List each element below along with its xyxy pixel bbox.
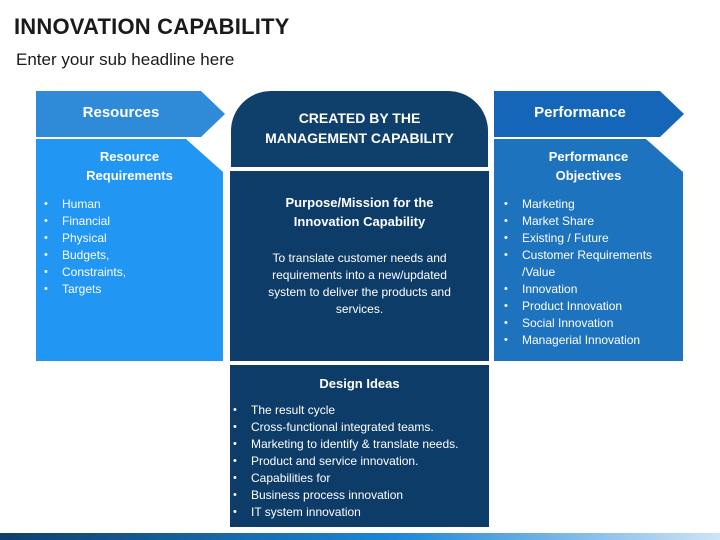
resources-heading: Resource Requirements — [86, 149, 173, 183]
performance-arrow — [494, 91, 684, 137]
list-item: Social Innovation — [500, 315, 686, 332]
list-item: Marketing to identify & translate needs. — [229, 436, 489, 453]
mission-body: To translate customer needs and requirem… — [268, 251, 451, 316]
list-item: Product Innovation — [500, 298, 686, 315]
resources-arrow-label: Resources — [82, 104, 160, 121]
list-item: Market Share — [500, 213, 686, 230]
list-item: Innovation — [500, 281, 686, 298]
list-item: Physical — [40, 230, 220, 247]
resources-list: Human Financial Physical Budgets, Constr… — [40, 196, 220, 298]
mission-panel — [230, 171, 489, 361]
list-item: Capabilities for — [229, 470, 489, 487]
list-item: Constraints, — [40, 264, 220, 281]
mission-heading: Purpose/Mission for the Innovation Capab… — [285, 195, 434, 229]
list-item: Managerial Innovation — [500, 332, 686, 349]
bottom-accent-bar — [0, 533, 720, 540]
slide-title: INNOVATION CAPABILITY — [14, 14, 290, 39]
list-item: Human — [40, 196, 220, 213]
list-item: Financial — [40, 213, 220, 230]
list-item: Product and service innovation. — [229, 453, 489, 470]
performance-arrow-label: Performance — [534, 104, 626, 121]
management-capability-label: CREATED BY THE MANAGEMENT CAPABILITY — [265, 110, 454, 146]
list-item: Budgets, — [40, 247, 220, 264]
slide-subtitle: Enter your sub headline here — [16, 50, 235, 69]
list-item: Cross-functional integrated teams. — [229, 419, 489, 436]
resources-arrow — [36, 91, 225, 137]
list-item: Marketing — [500, 196, 686, 213]
list-item: IT system innovation — [229, 504, 489, 521]
performance-heading: Performance Objectives — [548, 149, 629, 183]
list-item: Customer Requirements /Value — [500, 247, 686, 281]
list-item: Existing / Future — [500, 230, 686, 247]
list-item: Targets — [40, 281, 220, 298]
management-capability-header — [231, 91, 488, 167]
performance-list: Marketing Market Share Existing / Future… — [500, 196, 686, 349]
list-item: The result cycle — [229, 402, 489, 419]
design-ideas-list: The result cycle Cross-functional integr… — [229, 402, 489, 521]
design-ideas-heading: Design Ideas — [319, 376, 400, 391]
list-item: Business process innovation — [229, 487, 489, 504]
